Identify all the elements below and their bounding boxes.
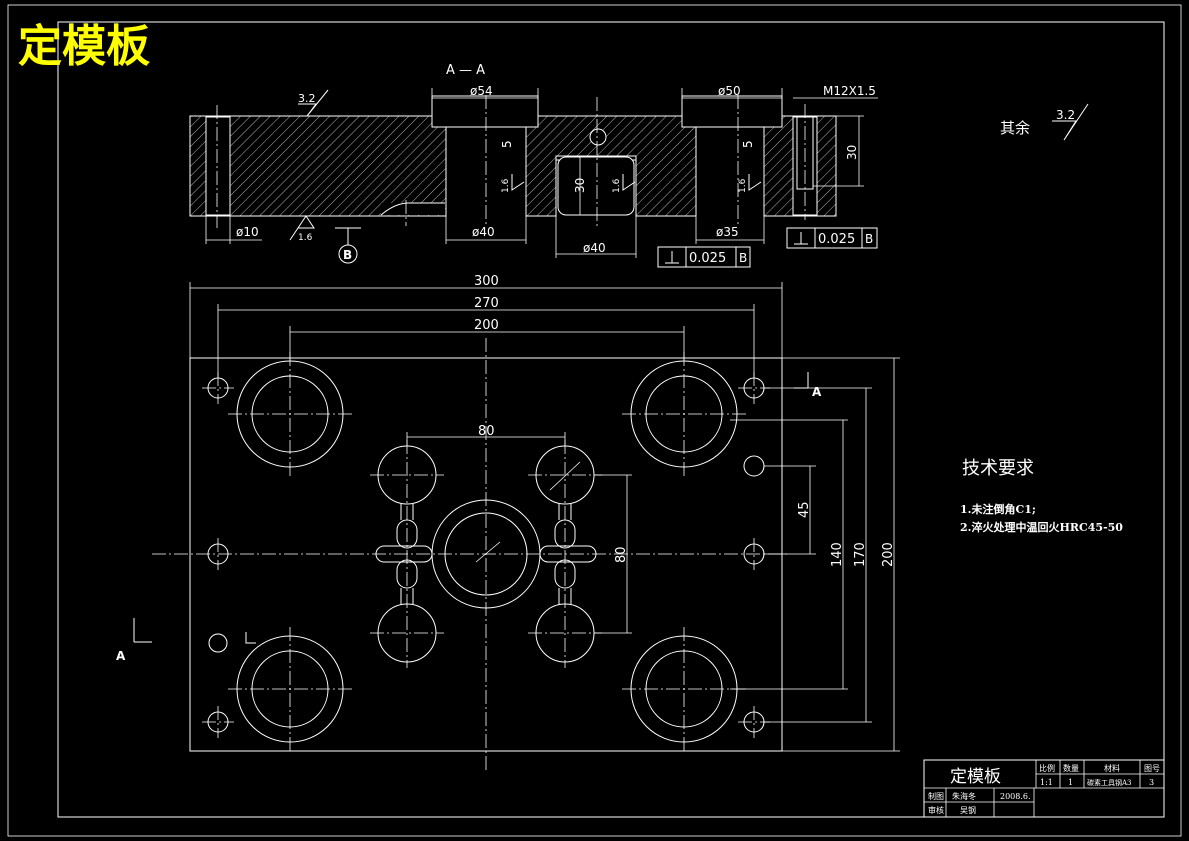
- svg-text:图号: 图号: [1144, 764, 1160, 773]
- svg-text:1.6: 1.6: [501, 178, 511, 193]
- roughness-general: 其余 3.2: [1000, 103, 1089, 141]
- dim-depth5b: 5: [741, 140, 755, 148]
- svg-text:2008.6.: 2008.6.: [1000, 792, 1031, 801]
- svg-text:1.6: 1.6: [298, 233, 313, 243]
- dim-thread: M12X1.5: [823, 84, 876, 98]
- dim-d35: ø35: [716, 225, 739, 239]
- dim-h200: 200: [881, 542, 896, 567]
- roughness-bore-3: 1.6: [738, 174, 762, 193]
- svg-text:1:1: 1:1: [1040, 778, 1053, 787]
- tech-requirements: 技术要求 1.未注倒角C1; 2.淬火处理中温回火HRC45-50: [960, 458, 1123, 534]
- dim-h170: 170: [853, 542, 868, 567]
- svg-text:3: 3: [1149, 778, 1154, 787]
- svg-text:B: B: [865, 232, 873, 246]
- dim-d50: ø50: [718, 84, 741, 98]
- roughness-bore-2: 1.6: [612, 174, 636, 193]
- svg-text:3.2: 3.2: [1056, 108, 1075, 122]
- svg-text:朱海冬: 朱海冬: [952, 791, 976, 801]
- section-arrow-left: A: [116, 618, 152, 663]
- tolerance-frame-2: 0.025 B: [786, 227, 878, 249]
- section-view: A — A ø54 ø50: [189, 63, 878, 268]
- guide-hole-tr: [622, 352, 746, 476]
- svg-text:审核: 审核: [928, 805, 944, 815]
- svg-text:A: A: [812, 385, 822, 399]
- svg-text:A: A: [116, 649, 126, 663]
- dim-h45: 45: [797, 501, 812, 518]
- svg-text:材料: 材料: [1104, 763, 1120, 773]
- svg-text:1.6: 1.6: [738, 178, 748, 193]
- svg-text:比例: 比例: [1039, 763, 1055, 773]
- dim-d54: ø54: [470, 84, 493, 98]
- svg-text:数量: 数量: [1063, 763, 1079, 773]
- svg-text:1: 1: [1068, 778, 1073, 787]
- svg-text:1.6: 1.6: [612, 178, 622, 193]
- section-label: A — A: [446, 63, 485, 78]
- dim-d10: ø10: [236, 225, 259, 239]
- svg-text:0.025: 0.025: [818, 232, 855, 247]
- svg-text:制图: 制图: [928, 791, 944, 801]
- outer-border: [7, 4, 1182, 837]
- svg-text:B: B: [739, 251, 747, 265]
- inner-border: [57, 21, 1165, 818]
- guide-hole-bl: [228, 627, 352, 751]
- svg-text:B: B: [343, 248, 352, 262]
- roughness-top: 3.2: [298, 89, 329, 117]
- tolerance-frame-1: 0.025 B: [657, 246, 751, 268]
- dim-h80: 80: [614, 546, 629, 563]
- dim-w300: 300: [474, 274, 499, 289]
- dim-depth30b: 30: [845, 145, 859, 160]
- svg-text:3.2: 3.2: [298, 92, 316, 105]
- title-block: 定模板 比例 数量 材料 图号 1:1 1 碳素工具钢A3 3 制图 朱海冬 2…: [923, 759, 1165, 818]
- screw-holes: [202, 372, 770, 738]
- roughness-bore-1: 1.6: [501, 174, 525, 193]
- dim-w200: 200: [474, 318, 499, 333]
- tech-req-heading: 技术要求: [962, 458, 1034, 479]
- tech-req-item-1: 1.未注倒角C1;: [960, 502, 1036, 516]
- svg-text:0.025: 0.025: [689, 251, 726, 266]
- datum-b: B: [335, 227, 361, 264]
- roughness-bottom: 1.6: [289, 215, 315, 243]
- tech-req-item-2: 2.淬火处理中温回火HRC45-50: [960, 520, 1123, 534]
- dim-h140: 140: [830, 542, 845, 567]
- dim-depth5a: 5: [500, 140, 514, 148]
- svg-text:碳素工具钢A3: 碳素工具钢A3: [1087, 778, 1132, 787]
- dim-depth30a: 30: [573, 178, 587, 193]
- dim-d40a: ø40: [472, 225, 495, 239]
- guide-hole-tl: [228, 352, 352, 476]
- dim-d40b: ø40: [583, 241, 606, 255]
- runners: [375, 504, 597, 604]
- title-block-name: 定模板: [950, 767, 1001, 787]
- dim-w270: 270: [474, 296, 499, 311]
- section-arrow-right: A: [794, 372, 822, 399]
- dim-w80: 80: [478, 424, 495, 439]
- guide-hole-br: [622, 627, 746, 751]
- drawing-title: 定模板: [18, 21, 150, 72]
- plan-view: A A: [116, 274, 900, 772]
- roughness-general-label: 其余: [1000, 119, 1030, 137]
- svg-text:吴钢: 吴钢: [960, 805, 976, 815]
